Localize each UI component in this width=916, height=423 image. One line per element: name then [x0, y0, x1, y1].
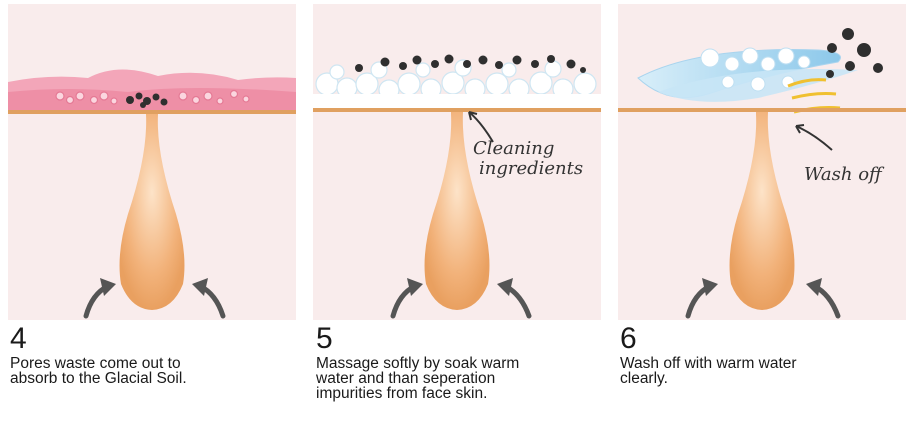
pore-diagram-wash: Wash off: [618, 28, 906, 319]
pore-diagram-absorb: [8, 69, 296, 319]
panel-step-4: [8, 4, 296, 320]
label-wash-off: Wash off: [804, 164, 885, 185]
label-ingredients: ingredients: [479, 158, 583, 179]
foam-base: [313, 94, 601, 110]
soil-particles: [55, 89, 250, 105]
impurities: [355, 54, 586, 73]
step-number: 6: [620, 322, 637, 355]
step-number: 5: [316, 322, 333, 355]
pore-follicle: [424, 112, 490, 310]
pore-waste: [126, 92, 168, 108]
pore-follicle: [119, 114, 185, 310]
pore-follicle: [729, 112, 795, 310]
step-caption-6: 6 Wash off with warm water clearly.: [620, 322, 910, 387]
panel-step-5: Cleaning ingredients: [313, 4, 601, 320]
panel-step-6: Wash off: [618, 4, 906, 320]
step-description: Wash off with warm water clearly.: [620, 355, 797, 387]
step-caption-5: 5 Massage softly by soak warm water and …: [316, 322, 606, 402]
pointer-arrow: [468, 111, 494, 143]
step-caption-4: 4 Pores waste come out to absorb to the …: [10, 322, 300, 387]
step-number: 4: [10, 322, 27, 355]
label-cleaning: Cleaning: [473, 138, 554, 159]
washed-impurities: [826, 28, 883, 78]
pore-diagram-massage: Cleaning ingredients: [313, 54, 601, 319]
wash-arrows: [787, 78, 841, 114]
rinse-bubbles: [700, 47, 811, 92]
pointer-arrow: [795, 124, 833, 151]
step-description: Pores waste come out to absorb to the Gl…: [10, 355, 187, 387]
step-description: Massage softly by soak warm water and th…: [316, 355, 520, 402]
